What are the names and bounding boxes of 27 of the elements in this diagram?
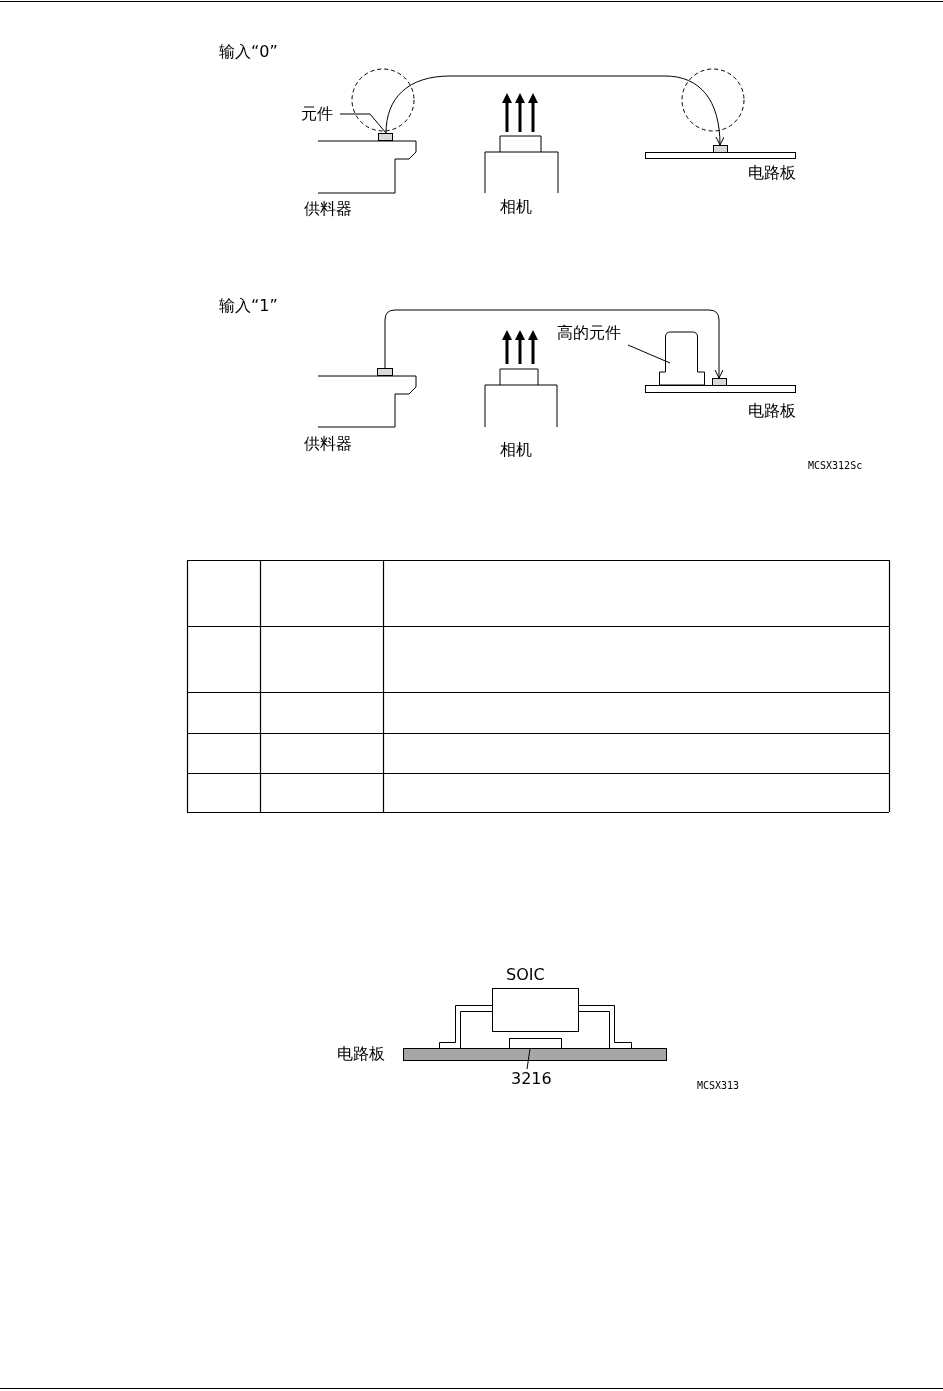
package-label: SOIC xyxy=(506,966,545,984)
part-label: 元件 xyxy=(301,105,333,123)
transfer-path-arrow xyxy=(385,75,725,146)
chip-component xyxy=(509,1038,562,1049)
part-label: 高的元件 xyxy=(557,324,621,342)
part-label: 供料器 xyxy=(304,435,352,453)
tall-component xyxy=(659,331,705,386)
part-label: 3216 xyxy=(511,1070,552,1088)
leader-line xyxy=(526,1048,531,1070)
part-label: 电路板 xyxy=(337,1045,385,1063)
leader-line xyxy=(339,113,387,134)
part-label: 供料器 xyxy=(304,200,352,218)
figure-code: MCSX313 xyxy=(697,1080,740,1092)
part-label: 电路板 xyxy=(748,402,796,420)
part-label: 相机 xyxy=(500,441,532,459)
input-label: 输入“0” xyxy=(219,43,278,61)
leader-line xyxy=(627,344,671,364)
chip-component xyxy=(378,133,393,141)
chip-component xyxy=(377,368,393,376)
part-label: 电路板 xyxy=(748,164,796,182)
chip-component xyxy=(712,378,727,386)
transfer-path-arrow xyxy=(384,309,724,379)
soic-package xyxy=(492,988,579,1032)
part-label: 相机 xyxy=(500,198,532,216)
figure-code: MCSX312Sc xyxy=(808,460,863,472)
input-label: 输入“1” xyxy=(219,297,278,315)
chip-component xyxy=(713,145,728,153)
